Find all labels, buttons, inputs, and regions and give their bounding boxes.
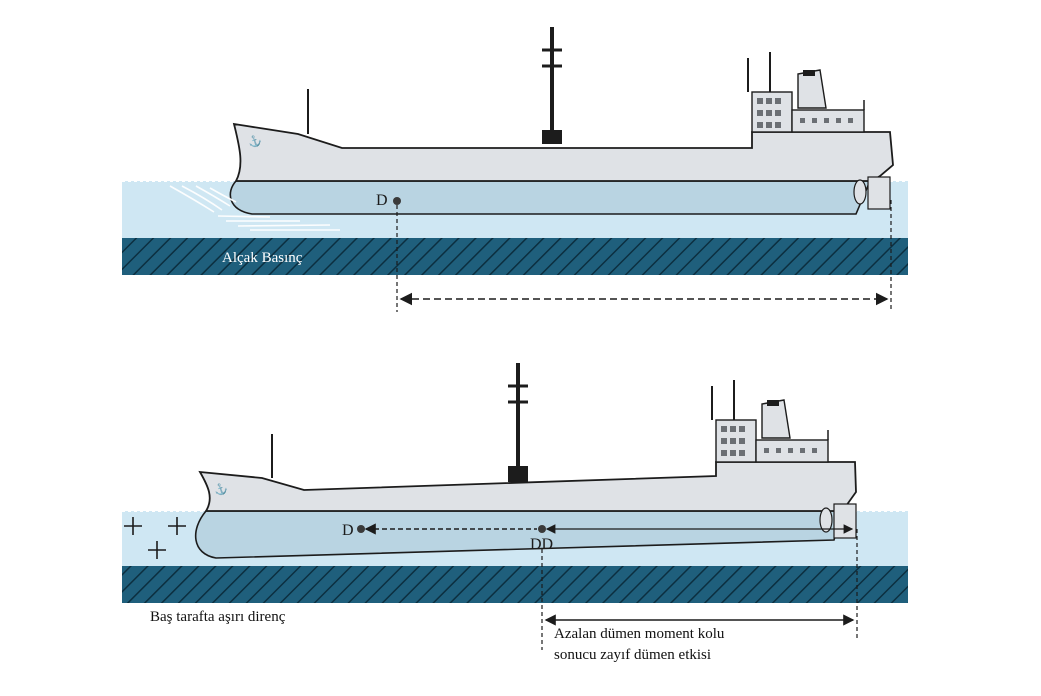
bottom-pivot-label-bow: D (342, 522, 354, 539)
bottom-pressure-plus-signs (124, 517, 186, 559)
svg-text:⚓: ⚓ (246, 133, 263, 150)
reduced-moment-label-line1: Azalan dümen moment kolu (554, 626, 725, 642)
bottom-superstructure (711, 380, 829, 463)
top-main-mast (542, 27, 562, 144)
bottom-pivot-dot-bow (357, 525, 365, 533)
bottom-submerged-hull (194, 510, 844, 559)
reduced-moment-label-line2: sonucu zayıf dümen etkisi (554, 647, 712, 663)
bottom-pivot-label-mid: DD (530, 536, 553, 553)
top-pivot-dot (393, 197, 401, 205)
bottom-pivot-dot-mid (538, 525, 546, 533)
top-hull (232, 122, 894, 182)
top-scene: ⚓ (122, 27, 908, 312)
top-rudder (853, 176, 891, 210)
bottom-scene: ⚓ (122, 363, 908, 650)
bottom-hull (198, 461, 857, 512)
top-seabed (122, 238, 908, 275)
top-pivot-label: D (376, 192, 388, 209)
bottom-main-mast (508, 363, 528, 482)
bottom-seabed (122, 566, 908, 603)
svg-text:⚓: ⚓ (212, 481, 229, 498)
low-pressure-label: Alçak Basınç (222, 250, 303, 266)
top-superstructure (747, 52, 865, 133)
top-submerged-hull (229, 180, 872, 215)
excess-resistance-label: Baş tarafta aşırı direnç (150, 609, 286, 625)
top-flow-arrows (169, 185, 340, 231)
